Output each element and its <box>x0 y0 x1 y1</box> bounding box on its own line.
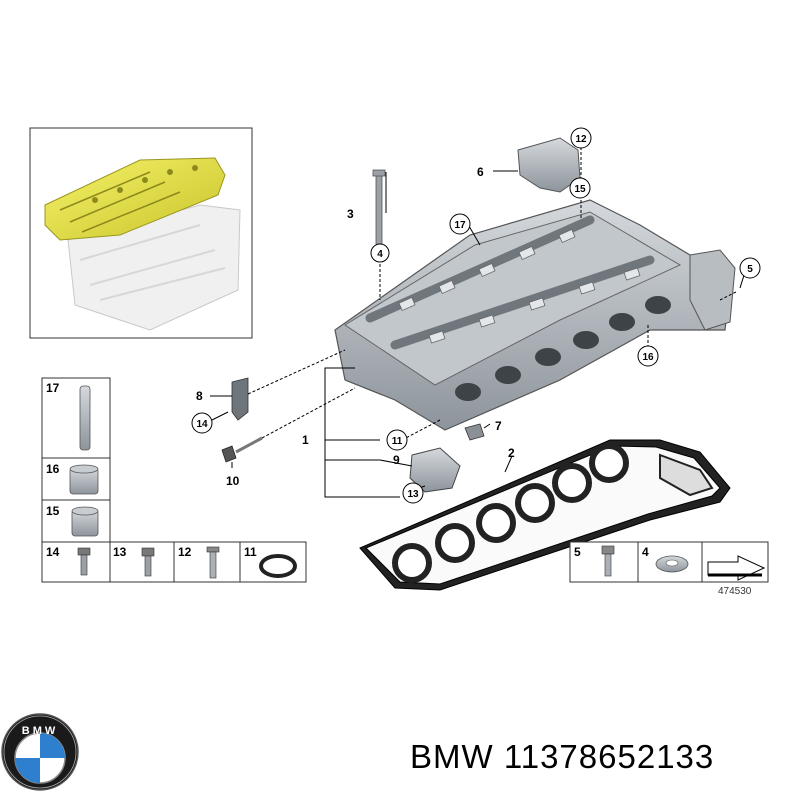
callout-16-circle: 16 <box>637 345 659 367</box>
legend-15: 15 <box>46 504 60 518</box>
callout-9: 9 <box>393 453 400 467</box>
callout-2: 2 <box>508 446 515 460</box>
callout-3: 3 <box>347 207 354 221</box>
callout-13: 13 <box>407 489 419 500</box>
arrow-symbol-icon <box>707 555 766 581</box>
callout-15-circle: 15 <box>569 177 591 199</box>
callout-6: 6 <box>477 165 484 179</box>
callout-12: 12 <box>575 134 587 145</box>
bolt-12-icon <box>206 546 220 579</box>
callout-8: 8 <box>196 389 203 403</box>
legend-14: 14 <box>46 545 60 559</box>
callout-14-circle: 14 <box>191 412 213 434</box>
diagram-id: 474530 <box>718 586 752 597</box>
callout-7: 7 <box>495 419 502 433</box>
callout-5: 5 <box>747 264 753 275</box>
head-gasket-drawing <box>359 439 731 591</box>
callout-16: 16 <box>642 352 654 363</box>
o-ring-icon <box>259 554 297 578</box>
bolt-14-icon <box>77 547 91 576</box>
callout-11: 11 <box>392 436 403 447</box>
callout-4: 4 <box>377 249 383 260</box>
legend-13: 13 <box>113 545 127 559</box>
callout-12-circle: 12 <box>570 127 592 149</box>
washer-icon <box>655 555 689 573</box>
legend-4: 4 <box>642 545 649 559</box>
callout-17: 17 <box>454 220 466 231</box>
callout-5-circle: 5 <box>739 257 761 279</box>
legend-12: 12 <box>178 545 192 559</box>
bmw-logo-icon: BMW <box>1 713 79 791</box>
legend-right: 5 4 474530 <box>569 541 769 597</box>
callout-13-circle: 13 <box>402 482 424 504</box>
callout-15: 15 <box>574 184 586 195</box>
engine-overview-inset <box>29 127 253 339</box>
bolt-13-icon <box>141 547 155 577</box>
legend-11: 11 <box>244 545 257 559</box>
legend-16: 16 <box>46 462 60 476</box>
bolt-5-icon <box>601 545 615 577</box>
legend-5: 5 <box>574 545 581 559</box>
bmw-logo-letters: BMW <box>22 725 59 737</box>
callout-11-circle: 11 <box>386 429 408 451</box>
callout-labels: 3 6 8 1 9 10 7 2 4 12 15 17 5 16 <box>191 127 761 504</box>
callout-10: 10 <box>226 474 240 488</box>
brand-part-number: BMW 11378652133 <box>410 738 715 775</box>
legend-left: 17 16 15 14 13 12 11 <box>41 377 307 583</box>
callout-4-circle: 4 <box>370 243 390 263</box>
cylinder-head-drawing <box>221 137 736 493</box>
dowel-pin-icon <box>79 385 91 451</box>
callout-14: 14 <box>196 419 208 430</box>
legend-17: 17 <box>46 381 60 395</box>
callout-1: 1 <box>302 433 309 447</box>
callout-17-circle: 17 <box>449 213 471 235</box>
